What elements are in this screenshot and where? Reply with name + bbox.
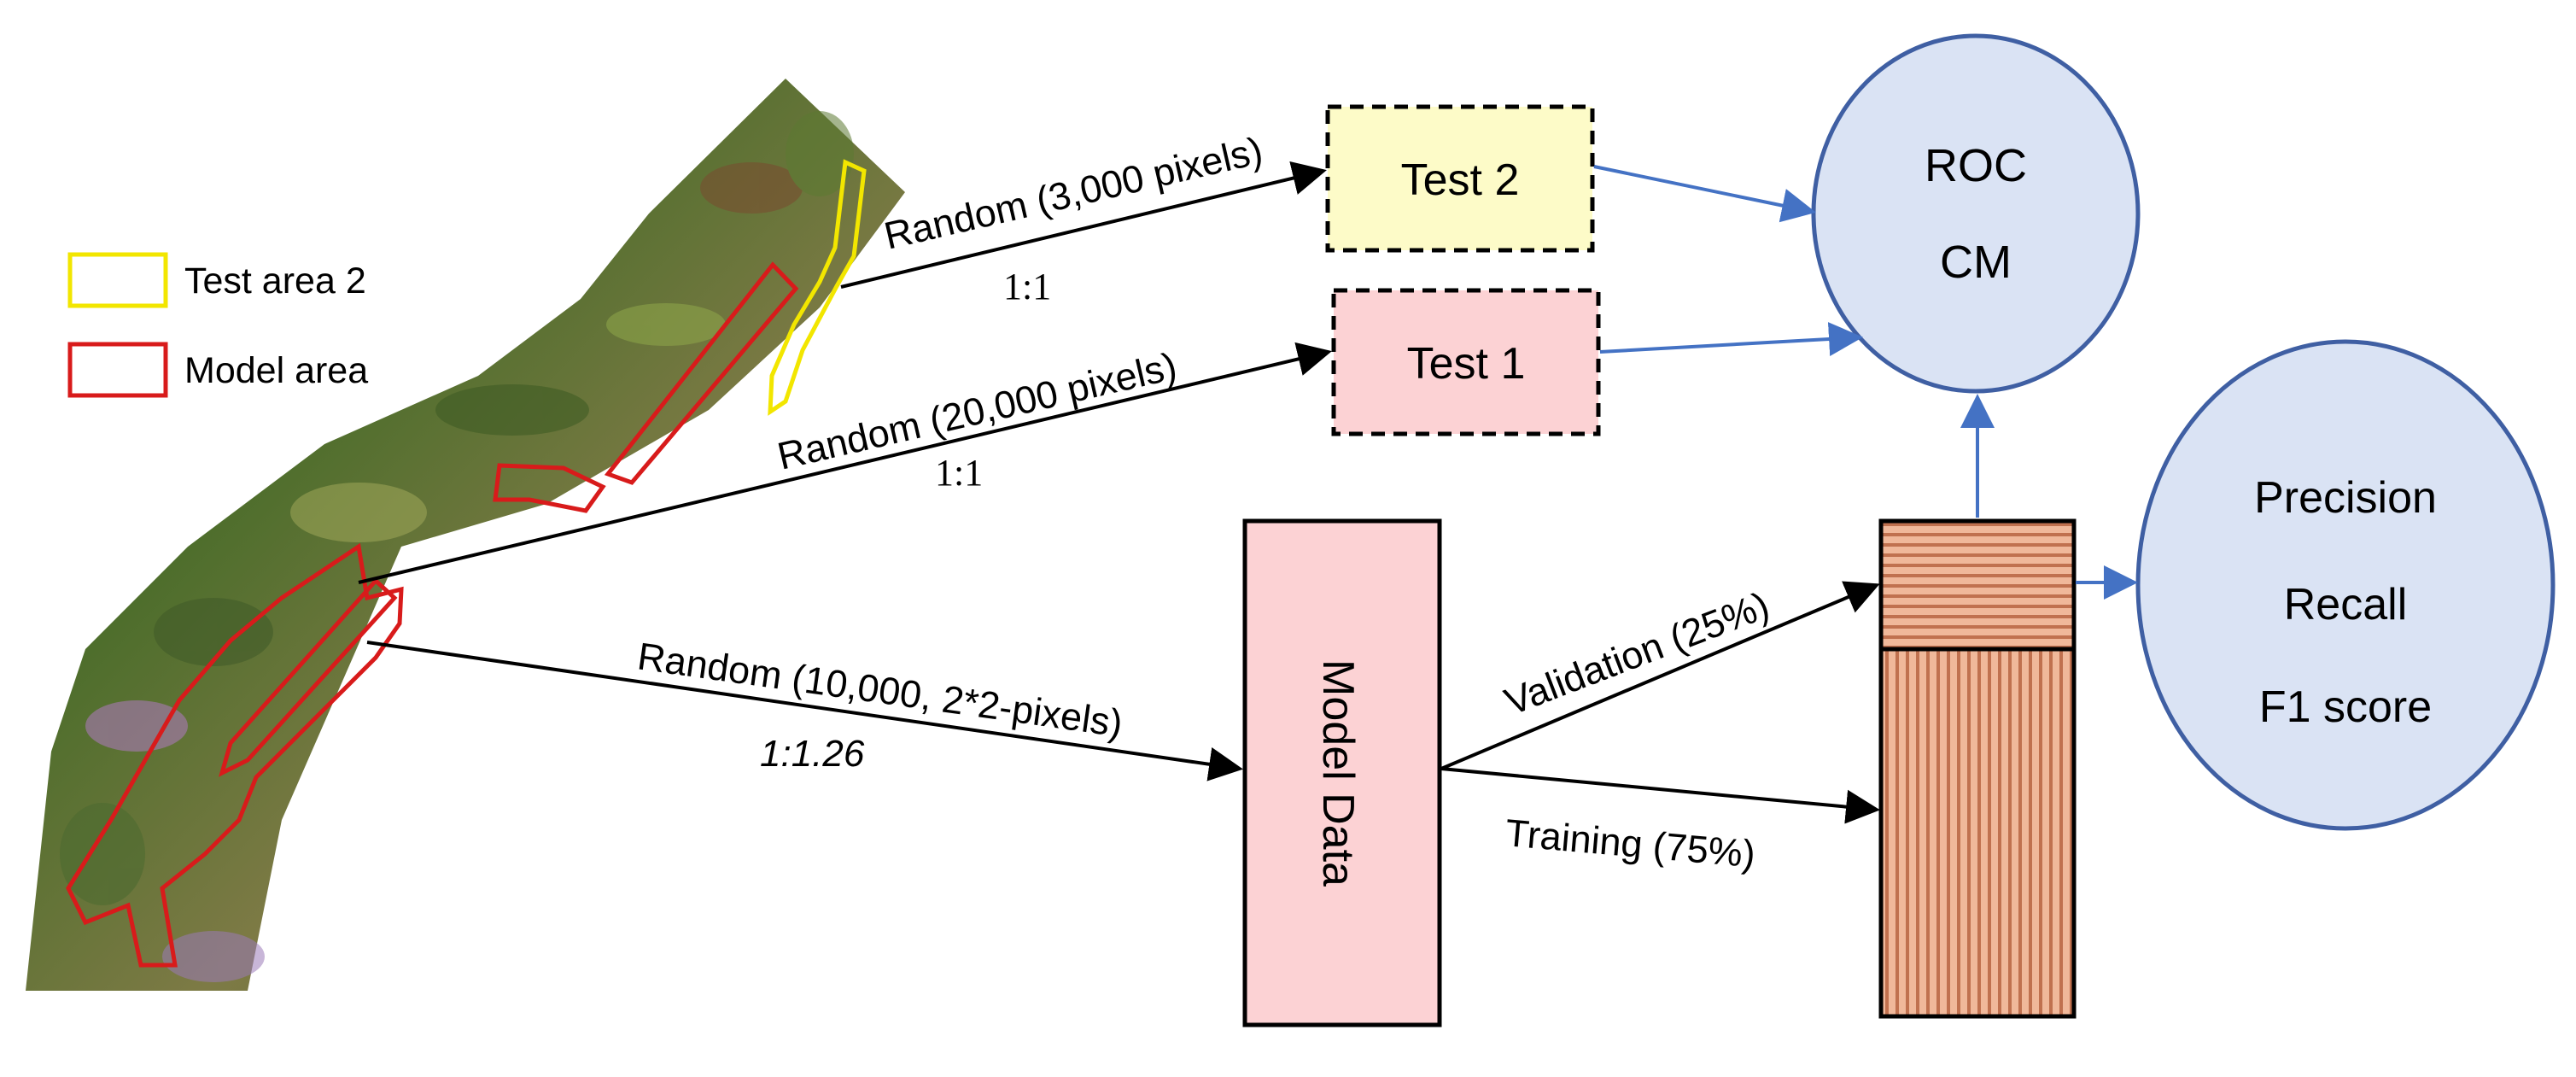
test-2-box: [1325, 104, 1595, 253]
legend: Test area 2 Model area: [67, 252, 368, 398]
test-2-label: Test 2: [1401, 155, 1520, 205]
edge-ratio-model-data: 1:1.26: [760, 733, 865, 775]
sampling-arrows: [358, 161, 1880, 824]
validation-segment: [1878, 518, 2077, 652]
precision-label: Precision: [2254, 473, 2437, 523]
edge-label-training: Training (75%): [1504, 811, 1757, 875]
model-area-polygon: [219, 577, 398, 777]
f1-score-label: F1 score: [2259, 682, 2432, 732]
legend-swatch-test-area-2: [67, 252, 168, 308]
data-split-bar: [1878, 518, 2077, 1019]
edge-ratio-test-2: 1:1: [1003, 266, 1051, 307]
model-data-label: Model Data: [1313, 659, 1363, 887]
cm-label: CM: [1940, 237, 2012, 288]
edge-label-validation: Validation (25%): [1498, 583, 1774, 724]
roc-cm-ellipse: [1811, 33, 2141, 394]
legend-label-model-area: Model area: [184, 350, 368, 391]
model-area-polygon: [604, 261, 799, 485]
test-1-box: [1331, 288, 1601, 436]
model-area-polygon: [493, 463, 606, 513]
legend-swatch-model-area: [67, 342, 168, 398]
edge-ratio-test-1: 1:1: [935, 452, 983, 494]
edge-label-model-data: Random (10,000, 2*2-pixels): [635, 634, 1125, 745]
training-segment: [1878, 647, 2077, 1019]
legend-label-test-area-2: Test area 2: [184, 260, 366, 301]
arrow-validation: [1440, 581, 1880, 770]
arrow-to-model-data: [366, 641, 1243, 781]
edge-label-test-2: Random (3,000 pixels): [880, 128, 1267, 258]
arrow-training: [1440, 767, 1880, 824]
recall-label: Recall: [2284, 580, 2408, 629]
arrow-to-test-2: [840, 161, 1327, 289]
arrow-to-test-1: [358, 342, 1332, 584]
roc-label: ROC: [1925, 140, 2027, 191]
arrow-test-2-to-roc: [1593, 165, 1816, 223]
evaluation-arrows: [1593, 165, 2138, 600]
test-area-2-polygon: [768, 159, 867, 416]
model-area-polygon: [66, 542, 404, 968]
satellite-image: [26, 79, 905, 991]
arrow-test-1-to-roc: [1599, 322, 1863, 356]
test-1-label: Test 1: [1407, 339, 1526, 389]
metrics-ellipse: [2135, 339, 2556, 831]
model-data-box: [1242, 518, 1442, 1027]
